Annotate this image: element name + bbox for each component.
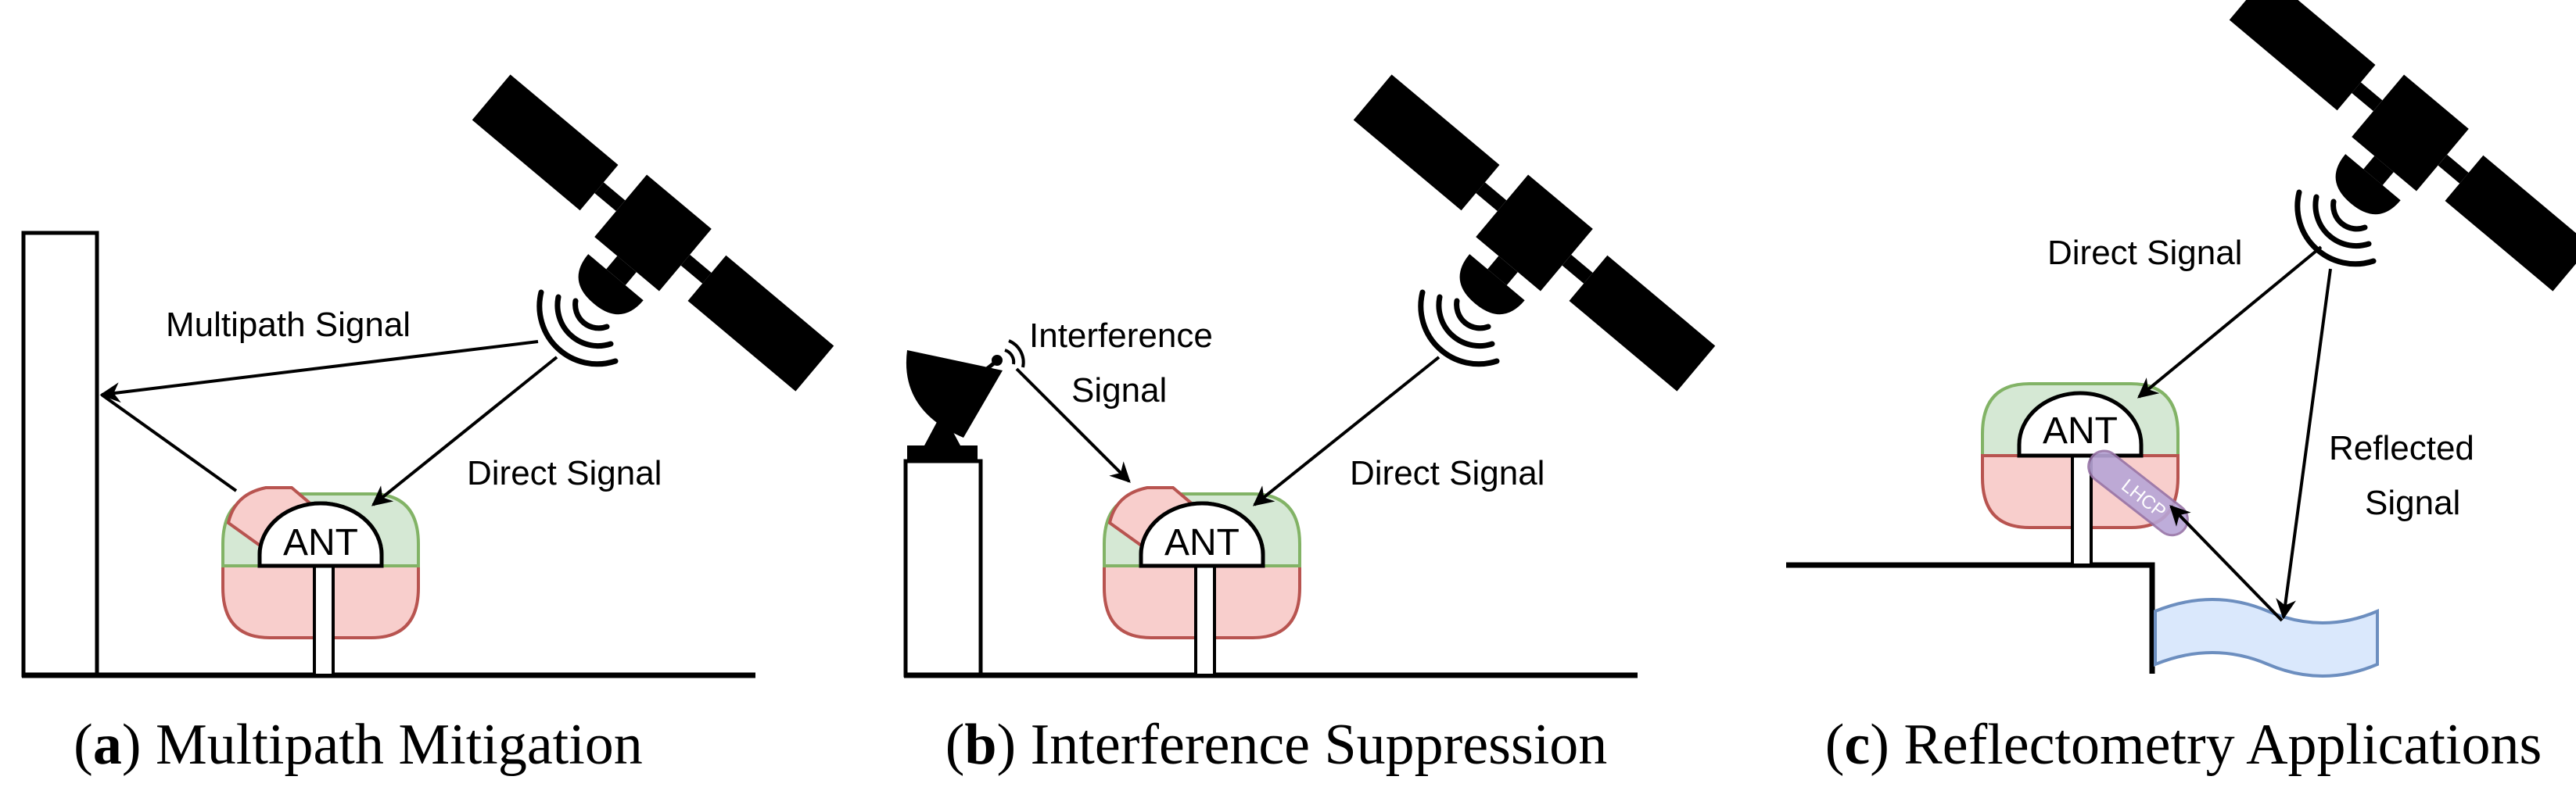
multipath-arrow (99, 340, 539, 403)
satellite-icon (432, 66, 841, 439)
interference-label-line1: Interference (1029, 317, 1213, 355)
ledge-line (1786, 562, 2155, 674)
satellite-icon (1313, 66, 1723, 439)
water-surface (2154, 598, 2379, 678)
building (21, 231, 99, 678)
direct-arrow (371, 356, 558, 506)
interference-arrow (1015, 367, 1131, 483)
ant-label: ANT (1164, 522, 1240, 564)
antenna-pattern: ANT LHCP (1981, 382, 2189, 567)
reflected-label-line1: Reflected (2329, 429, 2474, 467)
caption-b: (b) Interference Suppression (945, 713, 1608, 777)
interference-label-line2: Signal (1071, 371, 1167, 410)
antenna-pattern: ANT (1104, 486, 1300, 675)
panel-b-interference: ANT Interference Signal Direct Signal (b… (903, 66, 1723, 777)
antenna-pattern: ANT (223, 486, 418, 675)
direct-arrow (2137, 245, 2323, 399)
satellite-icon (2189, 0, 2576, 339)
tower (903, 459, 983, 678)
reflection-line (100, 393, 238, 492)
caption-a: (a) Multipath Mitigation (74, 713, 643, 777)
ant-label: ANT (283, 522, 358, 564)
signal-waves-icon (536, 289, 619, 367)
reflected-arrow (2169, 505, 2284, 622)
incident-arrow (2276, 268, 2332, 620)
signal-waves-icon (1418, 289, 1500, 367)
panel-c-reflectometry: ANT LHCP Direct Signal Reflected Signal … (1786, 0, 2576, 777)
direct-signal-label: Direct Signal (2047, 234, 2242, 272)
ant-label: ANT (2043, 410, 2118, 452)
reflected-label-line2: Signal (2365, 484, 2460, 522)
multipath-signal-label: Multipath Signal (166, 306, 411, 344)
panel-a-multipath: ANT Multipath Signal Direct Signal (a) M… (21, 66, 841, 777)
direct-arrow (1252, 356, 1440, 506)
caption-c: (c) Reflectometry Applications (1825, 713, 2542, 777)
direct-signal-label: Direct Signal (1350, 454, 1545, 492)
signal-waves-icon (2294, 189, 2377, 267)
dish-antenna-icon (906, 339, 1025, 461)
direct-signal-label: Direct Signal (467, 454, 662, 492)
